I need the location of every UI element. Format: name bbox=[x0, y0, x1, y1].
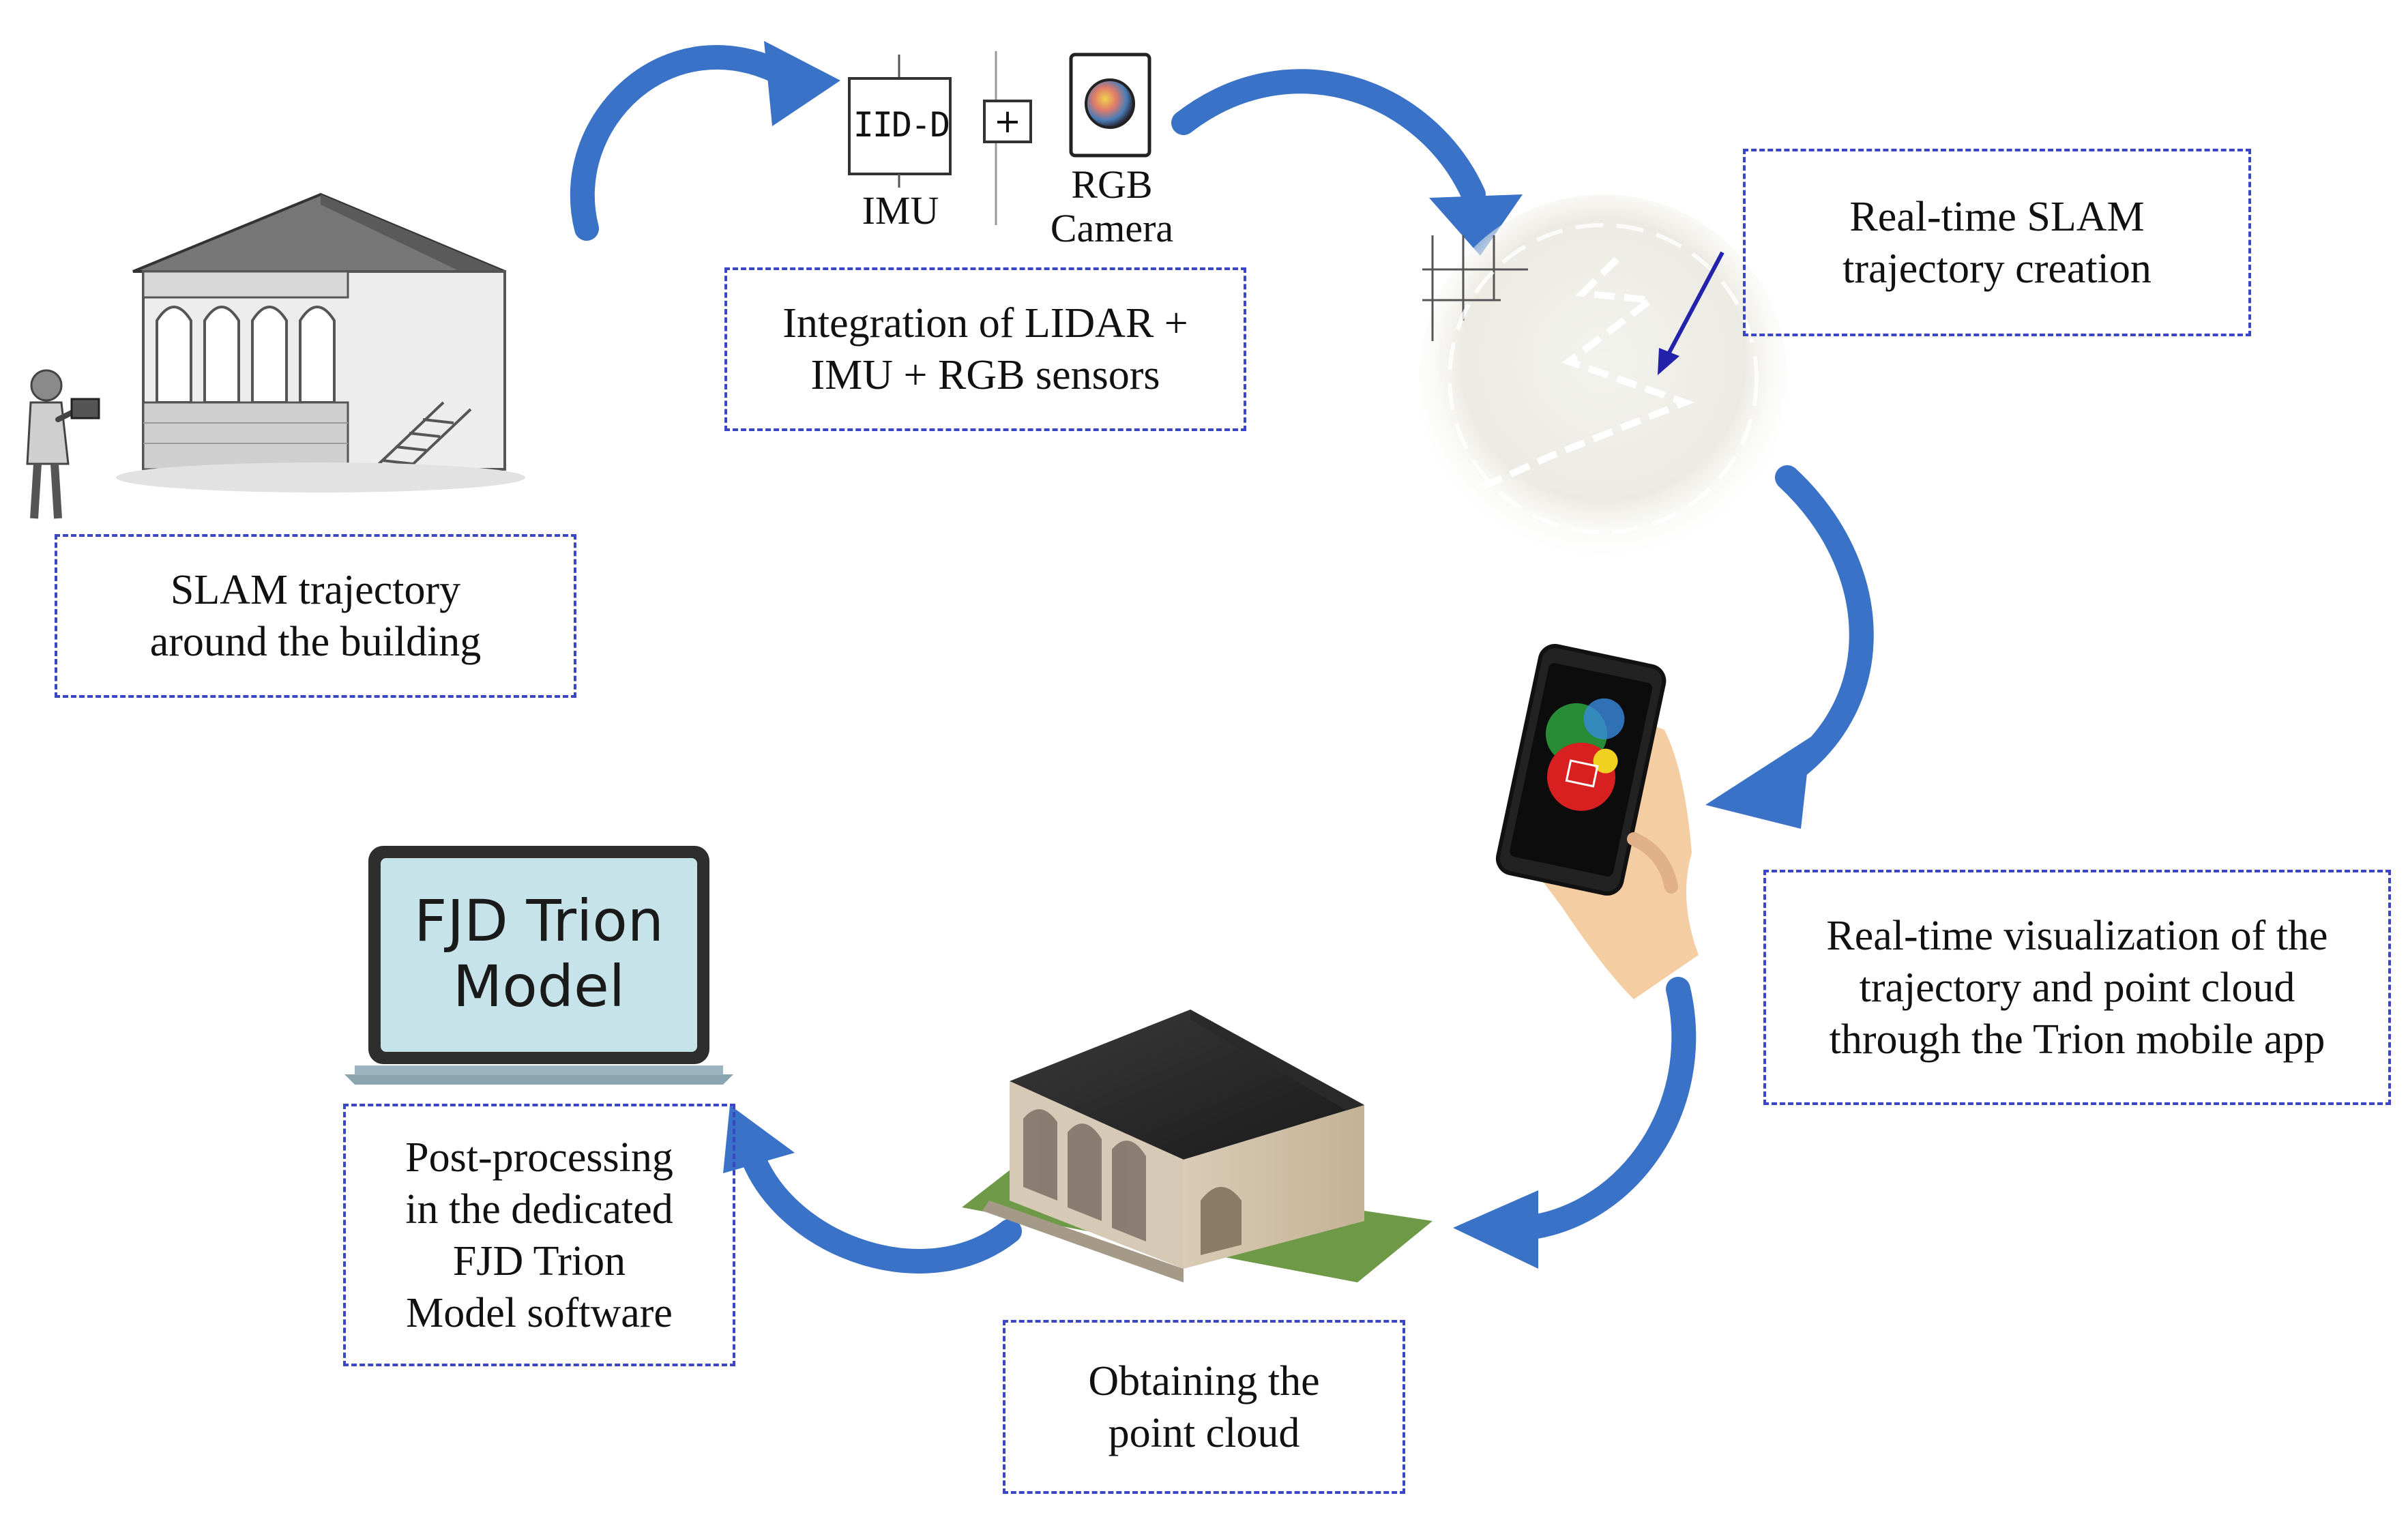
laptop-icon bbox=[344, 846, 733, 1085]
plus-sign: + bbox=[993, 102, 1022, 141]
rgb-label: RGB bbox=[1071, 162, 1153, 207]
step-text-line: IMU + RGB sensors bbox=[810, 352, 1160, 398]
step-text-line: trajectory creation bbox=[1842, 245, 2152, 292]
imu-label: IMU bbox=[862, 188, 939, 233]
point-cloud-building bbox=[962, 1010, 1433, 1282]
imu-chip-icon bbox=[848, 55, 952, 188]
arrow-sensors-to-slam bbox=[1171, 69, 1523, 256]
building-sketch bbox=[116, 192, 525, 492]
step-slam-trajectory: SLAM trajectory around the building bbox=[55, 534, 576, 698]
camera-label: Camera bbox=[1050, 206, 1174, 250]
step-sensor-integration: Integration of LIDAR + IMU + RGB sensors bbox=[724, 267, 1246, 431]
person-with-scanner-icon bbox=[26, 369, 100, 519]
slam-trajectory-map bbox=[1419, 194, 1787, 563]
arrow-building-to-sensors bbox=[570, 41, 840, 241]
step-text-line: Obtaining the bbox=[1088, 1357, 1320, 1404]
step-text-line: SLAM trajectory bbox=[170, 567, 461, 613]
arrow-slam-to-phone bbox=[1705, 465, 1874, 829]
step-text-line: in the dedicated bbox=[405, 1186, 673, 1233]
plus-box bbox=[983, 100, 1032, 143]
step-text-line: FJD Trion bbox=[452, 1237, 626, 1284]
step-realtime-visualization: Real-time visualization of the trajector… bbox=[1763, 870, 2391, 1105]
step-text-line: Model software bbox=[406, 1289, 673, 1336]
step-text-line: Real-time SLAM bbox=[1849, 193, 2145, 240]
step-realtime-slam: Real-time SLAM trajectory creation bbox=[1743, 149, 2251, 336]
step-text-line: trajectory and point cloud bbox=[1859, 964, 2295, 1011]
rgb-camera-icon bbox=[1069, 53, 1151, 158]
arrow-phone-to-pointcloud bbox=[1453, 977, 1697, 1269]
arrow-pointcloud-to-laptop bbox=[723, 1105, 1022, 1274]
hand-with-phone-icon bbox=[1495, 644, 1699, 999]
laptop-screen-line2: Model bbox=[452, 953, 626, 1020]
step-text-line: point cloud bbox=[1108, 1409, 1300, 1456]
laptop-screen-line1: FJD Trion bbox=[414, 887, 664, 954]
step-post-processing: Post-processing in the dedicated FJD Tri… bbox=[343, 1104, 735, 1366]
step-point-cloud: Obtaining the point cloud bbox=[1003, 1320, 1405, 1494]
step-text-line: Post-processing bbox=[405, 1134, 673, 1181]
step-text-line: through the Trion mobile app bbox=[1829, 1016, 2325, 1063]
step-text-line: Integration of LIDAR + bbox=[782, 300, 1188, 347]
step-text-line: around the building bbox=[149, 619, 482, 665]
step-text-line: Real-time visualization of the bbox=[1826, 912, 2328, 959]
imu-chip-text: IID-D bbox=[853, 105, 951, 145]
